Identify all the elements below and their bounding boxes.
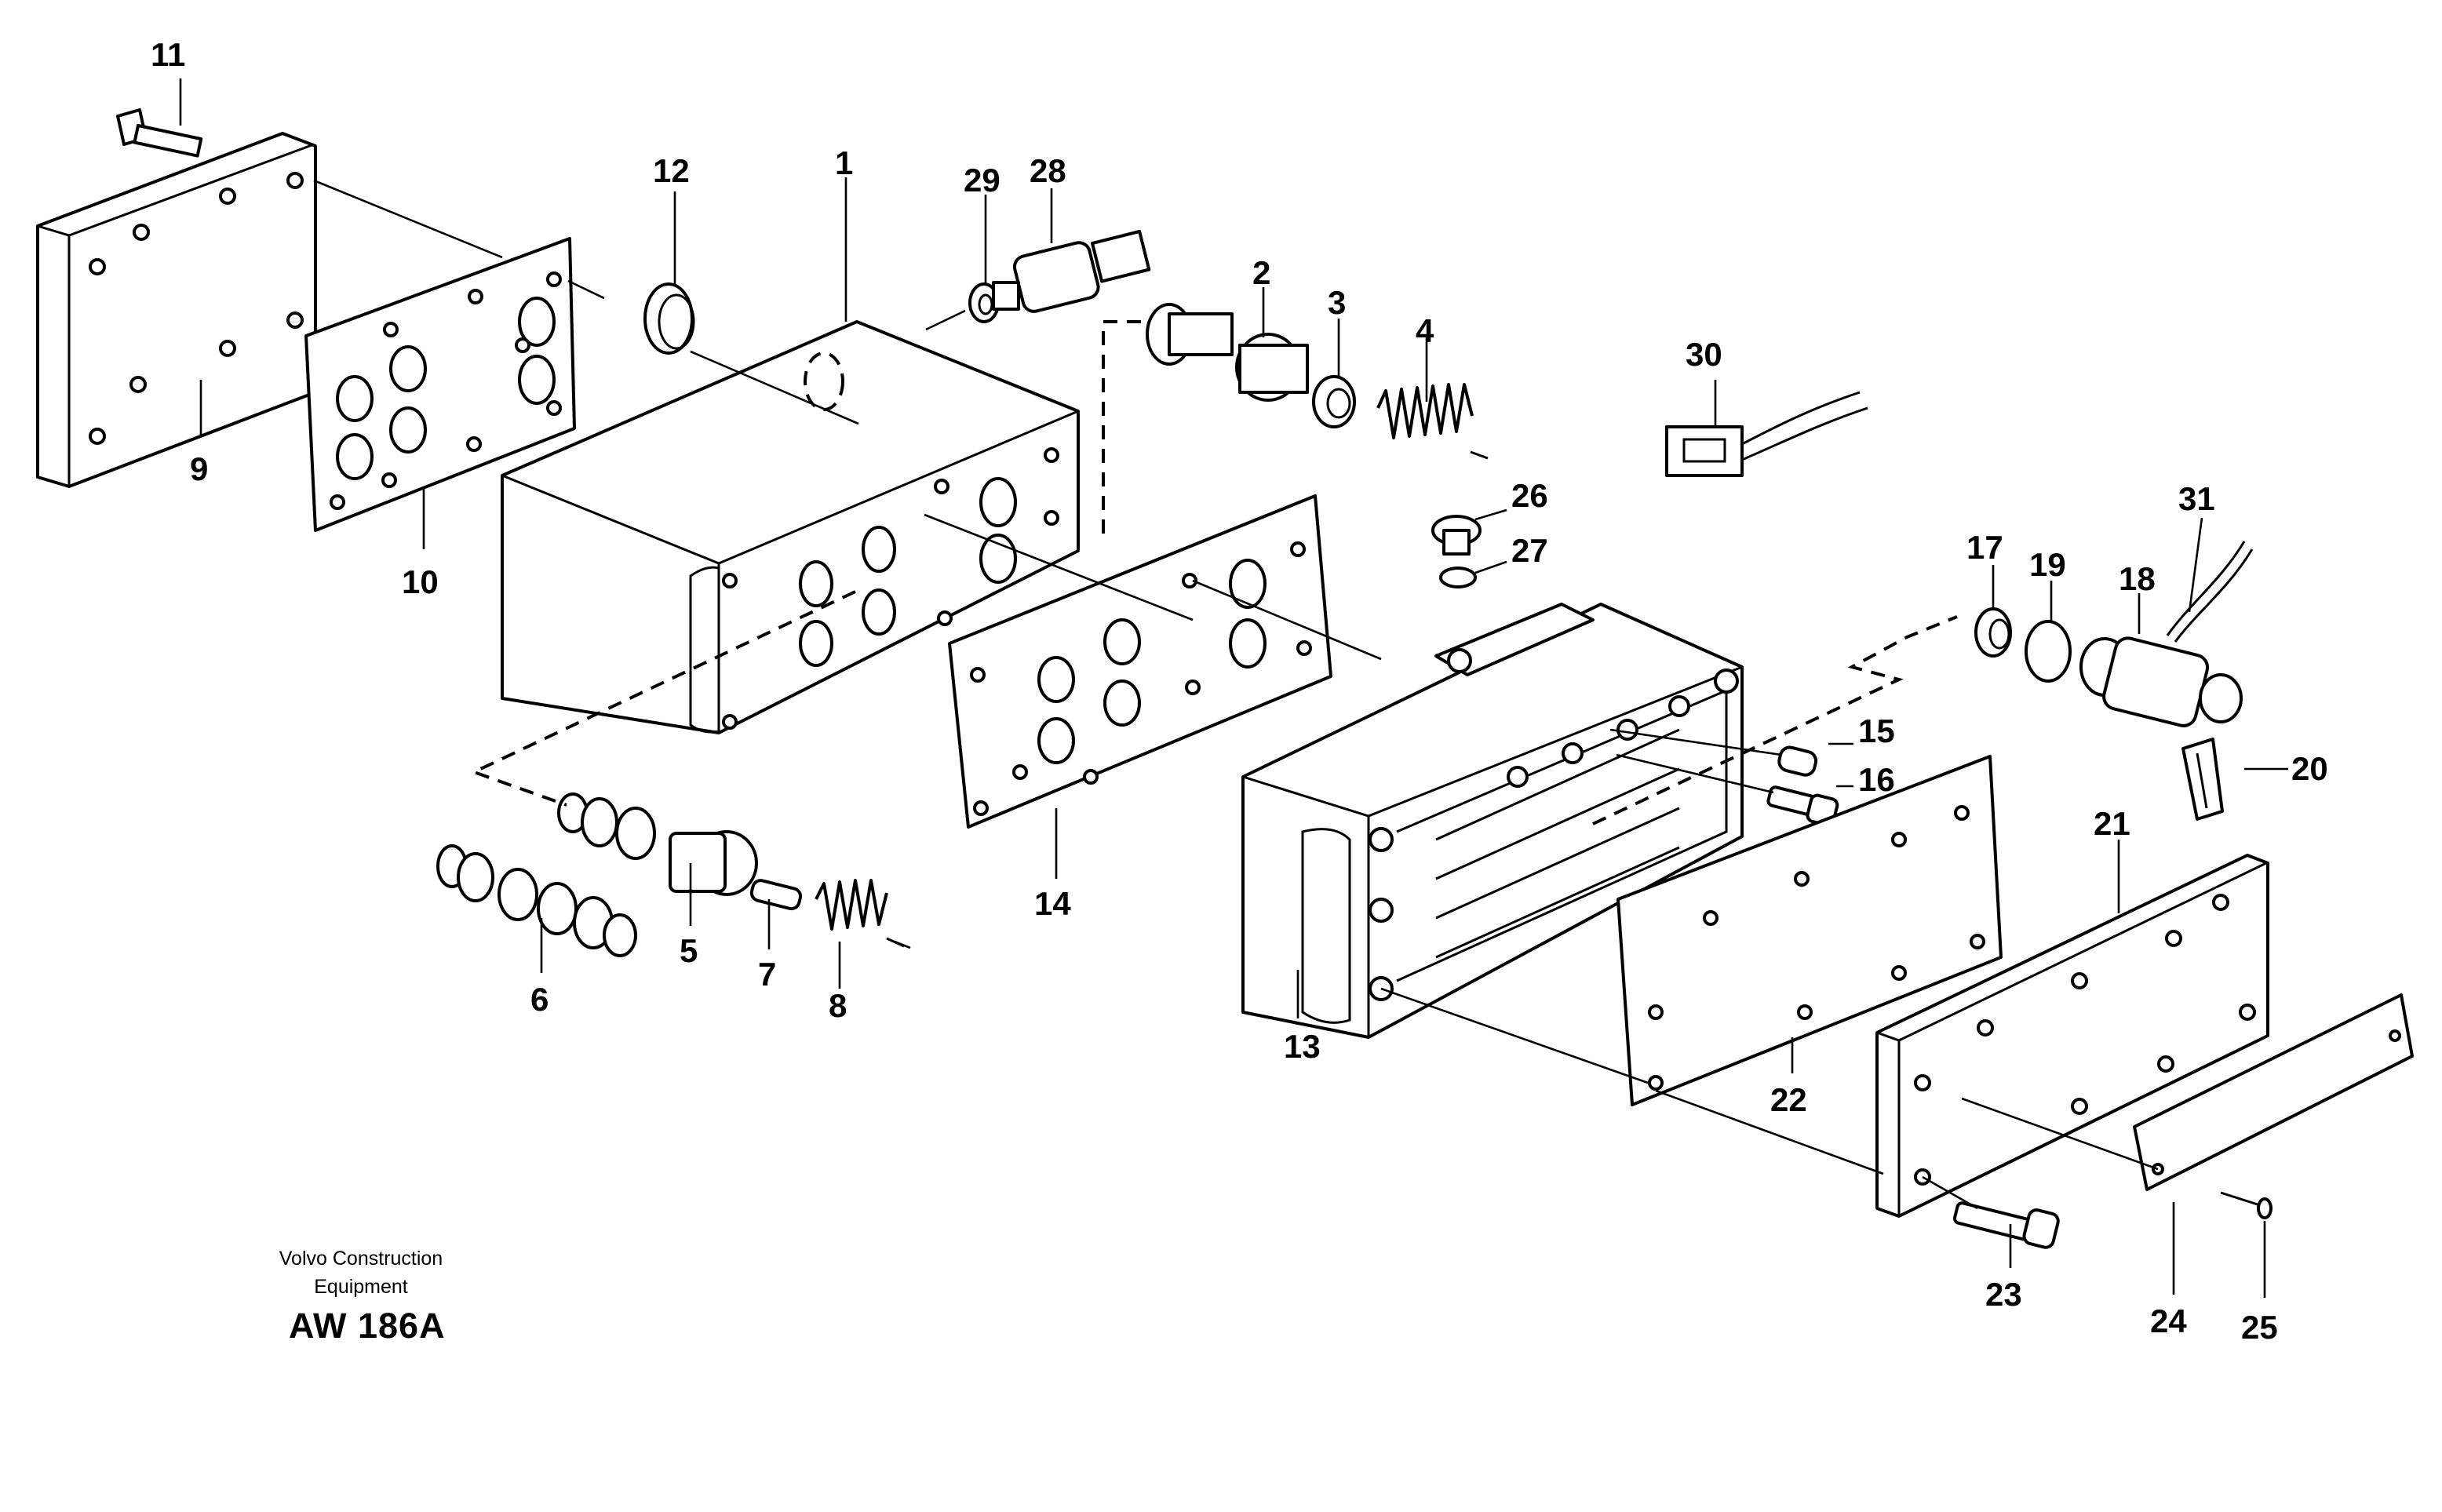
callout-12: 12 bbox=[653, 152, 690, 189]
credit-line-2: Equipment bbox=[314, 1276, 408, 1298]
credit-line-1: Volvo Construction bbox=[279, 1248, 443, 1270]
callout-1: 1 bbox=[835, 144, 853, 181]
callout-30: 30 bbox=[1686, 336, 1722, 373]
part-2-valve-spool bbox=[1146, 303, 1309, 402]
part-20-clip bbox=[2181, 738, 2224, 821]
callout-3: 3 bbox=[1328, 284, 1346, 321]
part-23-bolt bbox=[1952, 1201, 2060, 1249]
callout-13: 13 bbox=[1284, 1028, 1321, 1065]
part-14-gasket bbox=[948, 494, 1332, 829]
part-5-spool bbox=[557, 792, 758, 896]
callout-11: 11 bbox=[151, 36, 185, 73]
part-11-bolt bbox=[116, 108, 203, 158]
callout-17: 17 bbox=[1966, 529, 2003, 566]
callout-25: 25 bbox=[2241, 1309, 2278, 1346]
callout-22: 22 bbox=[1770, 1081, 1807, 1118]
callout-5: 5 bbox=[680, 932, 698, 969]
dashed-connection-lines bbox=[469, 320, 1958, 825]
part-10-gasket bbox=[304, 237, 576, 532]
part-3-spring-seat bbox=[1312, 375, 1356, 428]
callout-8: 8 bbox=[829, 987, 847, 1024]
callout-9: 9 bbox=[190, 450, 208, 487]
part-17-plug bbox=[1974, 607, 2012, 658]
part-7-pin bbox=[749, 879, 803, 911]
callout-23: 23 bbox=[1985, 1276, 2022, 1313]
part-28-pressure-sensor bbox=[992, 230, 1151, 313]
callout-leaders bbox=[179, 78, 2288, 1298]
part-31-wiring bbox=[2166, 541, 2254, 643]
part-30-connector bbox=[1665, 391, 1868, 477]
callout-4: 4 bbox=[1416, 312, 1434, 349]
part-15-plug bbox=[1777, 745, 1818, 777]
part-21-cover bbox=[1875, 854, 2269, 1218]
callout-24: 24 bbox=[2150, 1303, 2187, 1339]
callout-28: 28 bbox=[1030, 152, 1066, 189]
part-9-end-cover bbox=[36, 132, 317, 488]
part-19-o-ring bbox=[2025, 620, 2072, 683]
manufacturer-credit: Volvo Construction Equipment bbox=[259, 1244, 463, 1301]
callout-10: 10 bbox=[402, 563, 439, 600]
drawing-code: AW 186A bbox=[289, 1306, 446, 1346]
callout-15: 15 bbox=[1858, 712, 1895, 749]
part-25-screw bbox=[2220, 1191, 2273, 1219]
callout-31: 31 bbox=[2178, 480, 2215, 517]
assembly-axis-lines bbox=[313, 179, 2159, 1210]
part-8-spring bbox=[815, 879, 905, 948]
callout-20: 20 bbox=[2291, 750, 2328, 787]
part-6-spool bbox=[436, 844, 637, 957]
callout-27: 27 bbox=[1511, 532, 1548, 569]
callout-2: 2 bbox=[1252, 254, 1270, 291]
callout-19: 19 bbox=[2029, 546, 2066, 583]
callout-14: 14 bbox=[1034, 885, 1071, 922]
callout-16: 16 bbox=[1858, 761, 1895, 798]
part-1-valve-housing bbox=[501, 320, 1080, 734]
part-4-spring bbox=[1376, 383, 1489, 460]
callout-6: 6 bbox=[530, 981, 549, 1018]
callout-numbers: 11 9 10 12 1 29 28 2 3 4 30 26 27 31 17 … bbox=[151, 36, 2328, 1346]
part-13-valve-body bbox=[1241, 603, 1744, 1039]
part-26-plug bbox=[1431, 515, 1482, 556]
callout-29: 29 bbox=[964, 162, 1000, 199]
part-22-gasket bbox=[1616, 755, 2003, 1106]
callout-21: 21 bbox=[2094, 805, 2130, 842]
part-27-washer bbox=[1439, 567, 1477, 588]
part-12-plug bbox=[643, 282, 695, 355]
callout-26: 26 bbox=[1511, 477, 1548, 514]
callout-7: 7 bbox=[758, 956, 776, 993]
callout-18: 18 bbox=[2119, 560, 2156, 597]
part-18-solenoid-valve bbox=[2079, 636, 2243, 727]
